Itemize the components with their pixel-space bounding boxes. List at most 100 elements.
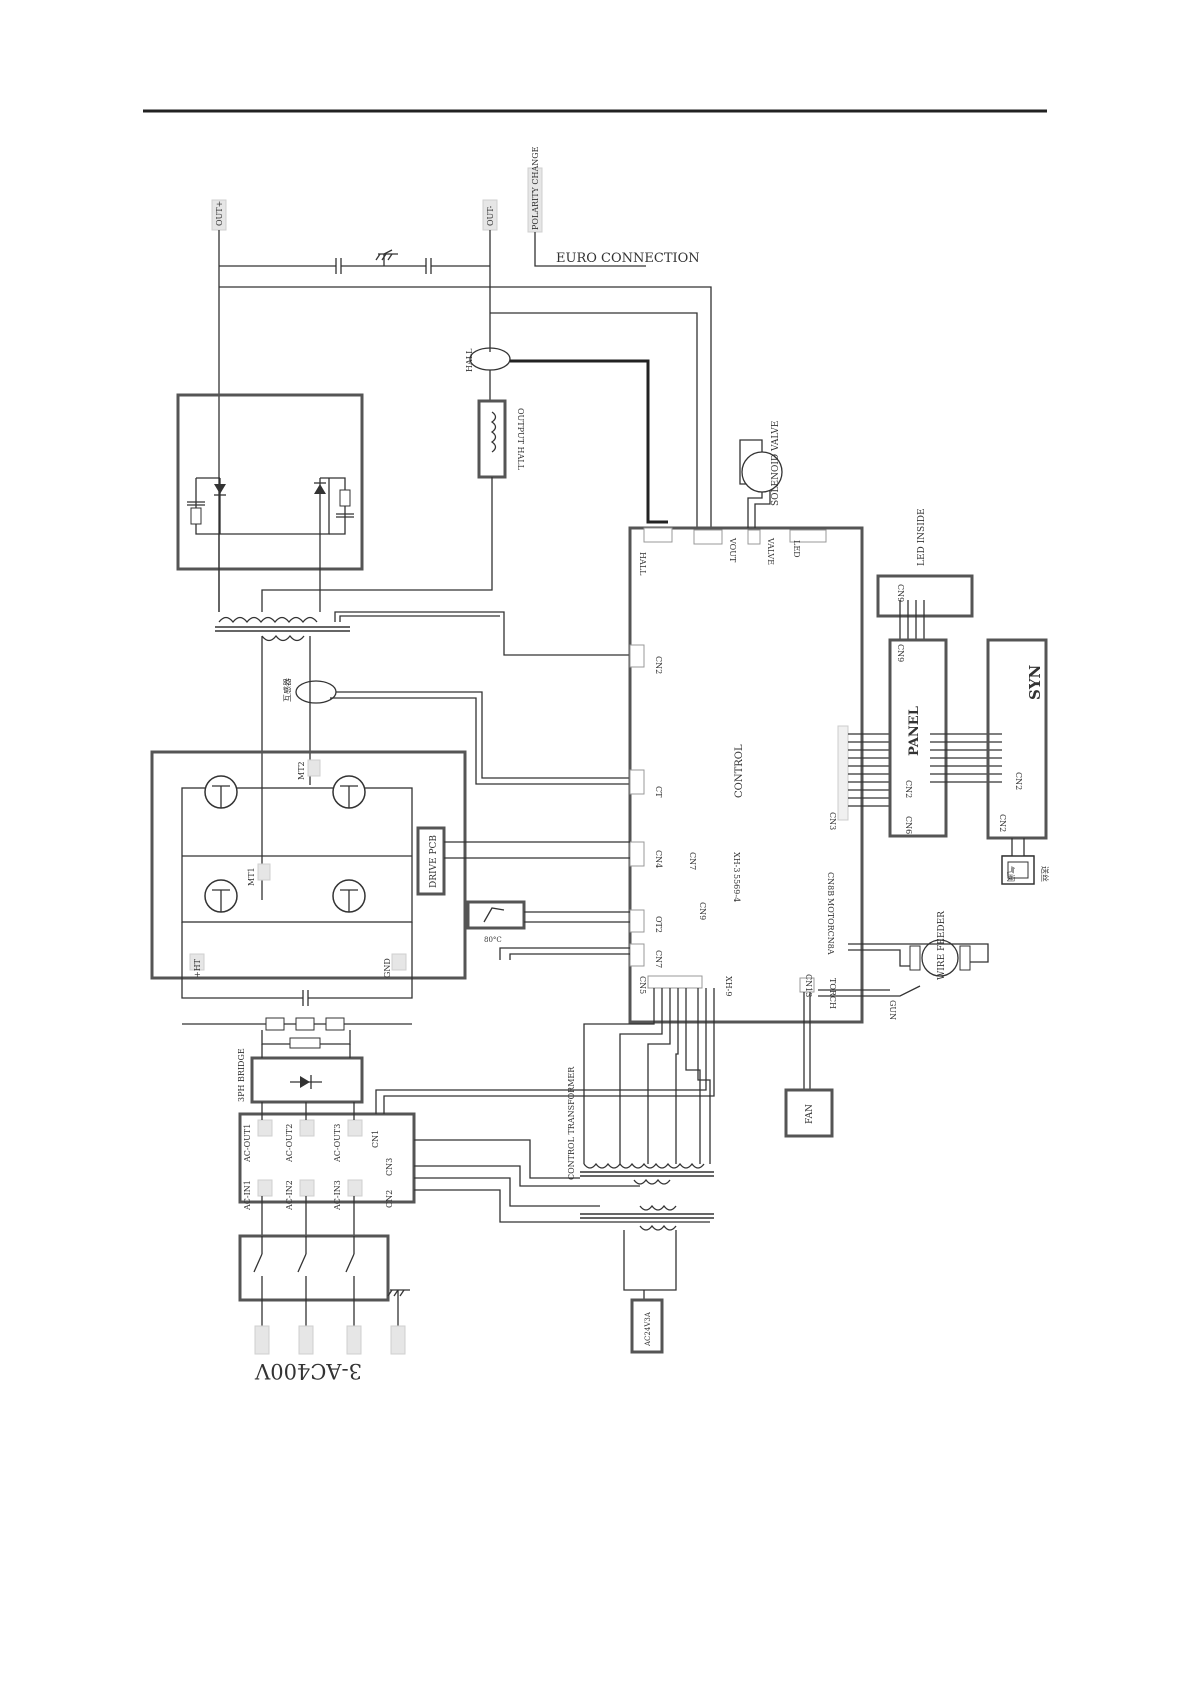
ac24v-label: AC24V3A [644,1311,652,1347]
cn2-connector [629,644,645,668]
gun-label: GUN [888,1000,897,1020]
hall-signal-cable [510,359,668,524]
ac-out1-label: AC-OUT1 [243,1124,252,1163]
igbt-4-icon [332,879,366,913]
vout-connector [693,529,723,545]
cn13-connector [799,977,815,993]
syn-cn2b-label: CN2 [998,814,1007,832]
ac-in2-label: AC-IN2 [285,1180,294,1211]
syn-box [986,638,1048,840]
panel-cn9-label: CN9 [896,644,905,662]
three-phase-bridge-box [250,1056,364,1104]
out-plus-label: OUT+ [215,201,224,226]
wire-feeder-wire-2 [848,949,910,967]
panel-box [888,638,948,838]
euro-connection-label: EURO CONNECTION [556,251,700,266]
panel-ribbon-cable [848,733,890,807]
plus-ht-label: +HT [193,958,202,978]
ot2-connector [629,909,645,933]
cn13-label: CN13 [804,974,813,997]
breaker-switch-1-icon [253,1236,263,1300]
aux-transformer-secondary [639,1224,677,1231]
led-inside-cable [899,600,925,640]
ac-cn1-label: CN1 [371,1130,380,1148]
ac-cn2-label: CN2 [385,1190,394,1208]
hall-label: HALL [465,348,474,372]
mt1-label: MT1 [247,867,256,886]
cn7b-label: CN7 [688,852,697,870]
control-transformer-primary [633,1178,671,1185]
hall-connector [643,527,673,543]
out-minus-label: OUT- [486,205,495,226]
bus-resistor-1 [265,1017,285,1031]
ct-label: CT [654,786,663,798]
output-hall-label: OUTPUT HALL [516,408,525,471]
ot2-label: OT2 [654,916,663,933]
current-sensor-icon [295,680,337,704]
drive-pcb-label: DRIVE PCB [429,835,439,888]
gas2-label: 送丝 [1040,866,1050,882]
igbt-3-icon [204,879,238,913]
input-breaker-box [238,1234,390,1302]
thermal-switch-box [466,900,526,930]
snubber-resistor-2 [339,489,351,507]
breaker-switch-2-icon [297,1236,307,1300]
bridge-label: 3PH BRIDGE [237,1048,246,1102]
igbt-2-icon [332,775,366,809]
valve-connector [747,529,761,545]
snubber-resistor-1 [190,507,202,525]
cn2-upper-wire [334,611,630,656]
led-label: LED [792,540,801,558]
vout-wire-2 [490,312,698,528]
drive-pcb-box [416,826,446,896]
fan-label: FAN [805,1104,815,1124]
input-terminal-l3 [346,1325,362,1355]
wire-feeder-label: WIRE FEEDER [937,911,947,980]
gnd-label: GND [383,958,392,978]
output-inductor-icon [490,411,497,453]
varistor-icon [289,1037,321,1049]
wire-feeder-motor-icon [921,939,959,977]
cn7-connector [629,943,645,967]
bus-resistor-2 [295,1017,315,1031]
ac-out3-label: AC-OUT3 [333,1124,342,1163]
h-bridge-frame [181,787,413,923]
fan-box [784,1088,834,1138]
panel-label: PANEL [907,706,922,756]
aux-transformer-primary [639,1204,677,1211]
cn5-wire-1 [375,988,707,1114]
syn-label: SYN [1026,664,1044,700]
ac-cn3-label: CN3 [385,1158,394,1176]
vout-wire-1 [219,286,712,528]
led-connector [789,529,827,543]
input-voltage-label: 3-AC400V [254,1359,362,1383]
thermal-switch-label: 80°C [484,936,502,944]
vout-label: VOUT [728,537,737,563]
control-transformer-secondary [583,1162,705,1169]
ac-out2-label: AC-OUT2 [285,1124,294,1163]
cn3-label: CN3 [828,812,837,830]
cn2-label: CN2 [654,656,663,674]
output-return-wire [261,477,493,612]
led-inside-label: LED INSIDE [917,508,927,566]
cn8b-label: CN8B [826,872,835,896]
control-label: CONTROL [734,744,745,798]
polarity-change-label: POLARITY CHANGE [531,146,540,230]
ac24v-output-box [630,1298,664,1354]
panel-cn2-label: CN2 [904,780,913,798]
inverter-box [150,750,467,980]
cn5-label: CN5 [638,976,647,994]
bus-resistor-3 [325,1017,345,1031]
output-rectifier-box [176,393,364,571]
control-transformer-label: CONTROL TRANSFORMER [567,1066,576,1180]
ac-in3-label: AC-IN3 [333,1180,342,1211]
ac-board-box [238,1112,416,1204]
cn4-label: CN4 [654,850,663,868]
gas-label: 气阀 [1006,866,1016,882]
solenoid-valve-label: SOLENOID VALVE [771,421,781,506]
rectifier-diode-1-icon [214,484,226,494]
main-transformer-secondary [218,616,318,624]
mt2-label: MT2 [297,761,306,780]
